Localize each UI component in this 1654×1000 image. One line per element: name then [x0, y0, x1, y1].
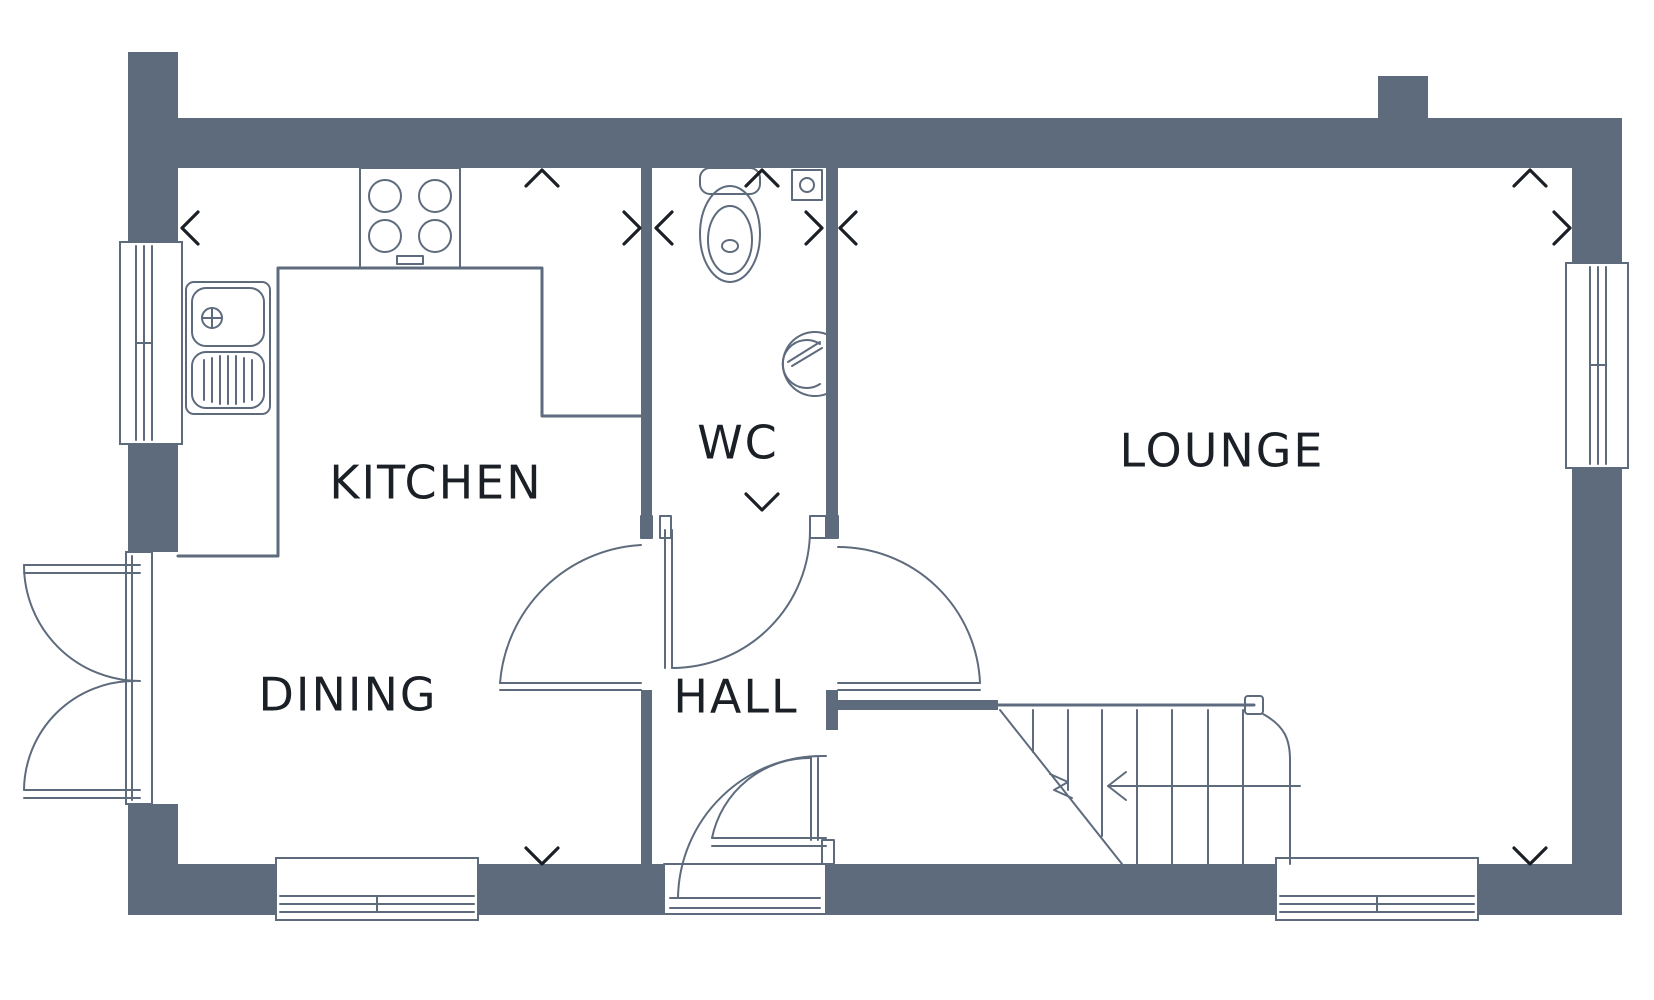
room-labels: KITCHEN DINING WC HALL LOUNGE — [258, 416, 1325, 724]
wc-cistern-small — [791, 169, 823, 201]
chevron-markers — [180, 168, 1572, 866]
room-label-lounge: LOUNGE — [1120, 424, 1325, 478]
door-kitchen — [499, 515, 653, 691]
toilet — [699, 167, 761, 283]
door-wc — [659, 515, 827, 669]
window-lounge-front — [1275, 857, 1479, 921]
room-label-dining: DINING — [258, 668, 437, 722]
room-label-kitchen: KITCHEN — [329, 456, 542, 510]
exterior-walls — [128, 52, 1622, 915]
window-dining — [275, 857, 479, 921]
room-label-hall: HALL — [673, 670, 798, 724]
window-kitchen — [119, 241, 183, 445]
room-label-wc: WC — [697, 416, 779, 470]
wash-basin — [781, 331, 827, 397]
door-front — [663, 754, 835, 915]
kitchen-sink — [185, 281, 271, 415]
french-doors-dining — [23, 551, 153, 805]
staircase — [836, 695, 1301, 865]
hob — [359, 167, 461, 269]
window-lounge-side — [1565, 262, 1629, 469]
kitchen-worktop — [176, 266, 643, 558]
door-lounge — [825, 515, 981, 691]
